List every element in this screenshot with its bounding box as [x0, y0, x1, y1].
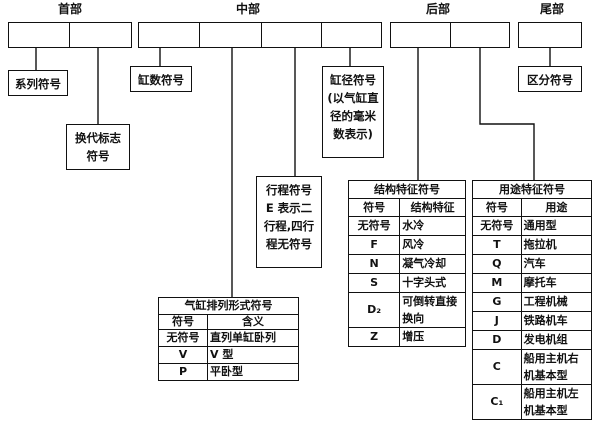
cylinder-count-code-box: 缸数符号: [130, 66, 192, 92]
table-row: V V 型: [158, 346, 299, 364]
section-middle-title: 中部: [236, 2, 261, 16]
stroke-code-label: 行程符号 E 表示二 行程,四行 程无符号: [263, 183, 315, 251]
middle-divider-2: [261, 23, 263, 47]
replacement-code-label: 换代标志 符号: [75, 131, 121, 163]
table-row: D₂ 可倒转直接换向: [347, 292, 466, 328]
structure-features-table: 结构特征符号 符号 结构特征 无符号 水冷 F 风冷 N 凝气冷却 S 十字头式…: [347, 180, 466, 347]
structure-features-title: 结构特征符号: [348, 180, 466, 199]
distinction-code-label: 区分符号: [527, 73, 573, 87]
section-rear-title: 后部: [426, 2, 451, 16]
table-header: 结构特征: [399, 198, 466, 217]
table-row: N 凝气冷却: [347, 254, 466, 274]
table-row: F 风冷: [347, 235, 466, 255]
cylinder-arrangement-title: 气缸排列形式符号: [158, 297, 299, 315]
table-row: C 船用主机右机基本型: [472, 349, 593, 385]
table-row: J 铁路机车: [472, 311, 593, 331]
usage-features-title: 用途特征符号: [472, 180, 592, 199]
middle-divider-3: [321, 23, 323, 47]
table-row: P 平卧型: [158, 363, 299, 381]
series-code-box: 系列符号: [8, 70, 68, 96]
head-divider: [69, 23, 71, 47]
rear-divider: [450, 23, 452, 47]
table-row: 无符号 水冷: [347, 216, 466, 236]
series-code-label: 系列符号: [15, 77, 61, 91]
table-row: Z 增压: [347, 327, 466, 347]
section-head-title: 首部: [58, 2, 83, 16]
cylinder-count-code-label: 缸数符号: [138, 73, 184, 87]
tail-code-box: [518, 22, 582, 48]
table-header: 含义: [207, 314, 299, 330]
table-row: S 十字头式: [347, 273, 466, 293]
table-row: 无符号 通用型: [472, 216, 593, 236]
section-tail-title: 尾部: [540, 2, 565, 16]
distinction-code-box: 区分符号: [518, 66, 582, 92]
replacement-code-box: 换代标志 符号: [66, 124, 130, 170]
table-row: Q 汽车: [472, 254, 593, 274]
table-row: T 拖拉机: [472, 235, 593, 255]
table-row: G 工程机械: [472, 292, 593, 312]
table-row: C₁ 船用主机左机基本型: [472, 384, 593, 420]
table-header-row: 符号 含义: [158, 314, 299, 330]
table-header: 符号: [347, 198, 401, 217]
middle-code-box: [138, 22, 382, 48]
stroke-code-box: 行程符号 E 表示二 行程,四行 程无符号: [256, 176, 322, 268]
table-row: M 摩托车: [472, 273, 593, 293]
cylinder-arrangement-table: 气缸排列形式符号 符号 含义 无符号 直列单缸卧列 V V 型 P 平卧型: [158, 297, 299, 381]
table-header: 符号: [158, 314, 208, 330]
bore-code-box: 缸径符号 (以气缸直 径的毫米 数表示): [322, 66, 384, 158]
rear-code-box: [390, 22, 510, 48]
table-row: D 发电机组: [472, 330, 593, 350]
table-header-row: 符号 结构特征: [347, 198, 466, 217]
table-header: 符号: [472, 198, 522, 217]
bore-code-label: 缸径符号 (以气缸直 径的毫米 数表示): [327, 73, 379, 141]
middle-divider-1: [199, 23, 201, 47]
table-row: 无符号 直列单缸卧列: [158, 329, 299, 347]
table-header-row: 符号 用途: [472, 198, 593, 217]
usage-features-table: 用途特征符号 符号 用途 无符号 通用型 T 拖拉机 Q 汽车 M 摩托车 G …: [472, 180, 593, 420]
table-header: 用途: [520, 198, 593, 217]
head-code-box: [8, 22, 132, 48]
